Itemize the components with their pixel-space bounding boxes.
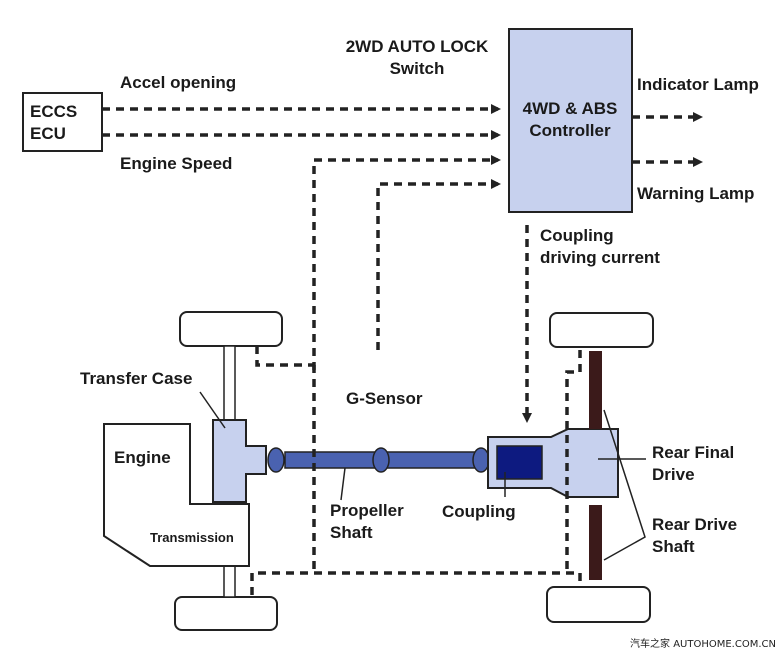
rear-axle-lower <box>589 505 602 580</box>
coupling-current-label-line1: Coupling <box>540 226 614 245</box>
switch-label-line1: 2WD AUTO LOCK <box>346 37 489 56</box>
rear-axle-upper <box>589 351 602 429</box>
coupling-label: Coupling <box>442 502 516 521</box>
engine-block <box>103 423 250 567</box>
front-right-wheel <box>174 596 278 631</box>
g-sensor-signal <box>376 179 501 350</box>
rear-drive-label-line1: Rear Drive <box>652 515 737 534</box>
center-u-joint <box>372 447 390 473</box>
indicator-lamp-label: Indicator Lamp <box>637 75 759 94</box>
switch-label-line2: Switch <box>390 59 445 78</box>
watermark: 汽车之家 AUTOHOME.COM.CN <box>630 637 776 650</box>
front-axle-lower <box>223 562 236 598</box>
rear-right-wheel <box>546 586 651 623</box>
transfer-case-signal <box>312 155 501 370</box>
propeller-leader <box>340 467 346 501</box>
transfer-case-label: Transfer Case <box>80 369 192 388</box>
engine-label: Engine <box>114 448 171 467</box>
rear-sensor-line <box>565 350 582 573</box>
coupling-current-label-line2: driving current <box>540 248 660 267</box>
coupling-unit <box>496 445 543 480</box>
eccs-ecu-box: ECCS ECU <box>22 92 103 152</box>
propeller-label-line2: Shaft <box>330 523 373 542</box>
front-u-joint <box>267 447 285 473</box>
bottom-sensor-line <box>250 571 582 595</box>
rear-final-label-line1: Rear Final <box>652 443 734 462</box>
warning-lamp-label: Warning Lamp <box>637 184 754 203</box>
rear-drive-leader <box>603 409 646 561</box>
transmission-label: Transmission <box>150 530 234 545</box>
controller-box: 4WD & ABS Controller <box>508 28 633 213</box>
rear-u-joint <box>472 447 490 473</box>
front-left-sensor-line <box>255 346 314 367</box>
front-axle-upper <box>223 345 236 421</box>
controller-label-line2: Controller <box>529 121 611 140</box>
accel-opening-label: Accel opening <box>120 73 236 92</box>
rear-final-label-line2: Drive <box>652 465 695 484</box>
rear-drive-label-line2: Shaft <box>652 537 695 556</box>
g-sensor-label: G-Sensor <box>346 389 423 408</box>
ecu-label-line1: ECCS <box>30 102 77 121</box>
ecu-label-line2: ECU <box>30 124 66 143</box>
transfer-case <box>212 419 267 503</box>
rear-left-wheel <box>549 312 654 348</box>
controller-label-line1: 4WD & ABS <box>523 99 618 118</box>
transfer-case-leader <box>199 391 226 429</box>
engine-speed-label: Engine Speed <box>120 154 232 173</box>
propeller-label-line1: Propeller <box>330 501 404 520</box>
front-left-wheel <box>179 311 283 347</box>
